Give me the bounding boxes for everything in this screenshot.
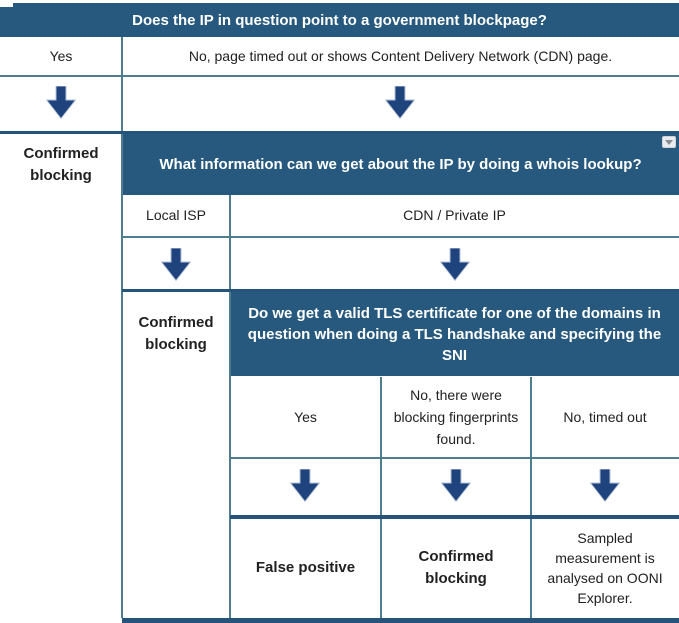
answer-q1-no: No, page timed out or shows Content Deli… bbox=[122, 37, 679, 75]
section-border bbox=[122, 289, 679, 292]
down-arrow-icon bbox=[46, 86, 76, 120]
answer-q3-timeout-label: No, timed out bbox=[563, 408, 647, 425]
dropdown-triangle-icon bbox=[665, 139, 673, 145]
result-confirmed-blocking-3-label: Confirmed blocking bbox=[418, 548, 494, 587]
answer-q3-fingerprints-label: No, there were blocking fingerprints fou… bbox=[393, 387, 519, 447]
column-divider bbox=[530, 377, 532, 618]
result-confirmed-blocking-3: Confirmed blocking bbox=[381, 519, 531, 617]
question-1-text: Does the IP in question point to a gover… bbox=[132, 11, 547, 29]
result-sampled-measurement: Sampled measurement is analysed on OONI … bbox=[531, 519, 679, 617]
answer-q3-yes: Yes bbox=[230, 377, 381, 457]
answer-q2-cdn-label: CDN / Private IP bbox=[403, 207, 506, 223]
result-false-positive: False positive bbox=[230, 519, 381, 617]
question-2-text: What information can we get about the IP… bbox=[159, 156, 642, 173]
answer-q2-cdn: CDN / Private IP bbox=[230, 195, 679, 236]
row-divider bbox=[230, 457, 679, 459]
result-sampled-measurement-label: Sampled measurement is analysed on OONI … bbox=[547, 530, 663, 606]
column-divider bbox=[229, 195, 231, 618]
answer-q1-no-label: No, page timed out or shows Content Deli… bbox=[188, 47, 613, 64]
corner-notch bbox=[0, 0, 13, 7]
down-arrow-icon bbox=[290, 469, 320, 503]
question-3-header: Do we get a valid TLS certificate for on… bbox=[230, 292, 679, 376]
question-2-header: What information can we get about the IP… bbox=[122, 134, 679, 195]
down-arrow-icon bbox=[161, 248, 191, 282]
down-arrow-icon bbox=[441, 469, 471, 503]
dropdown-arrow-icon[interactable] bbox=[662, 136, 676, 148]
down-arrow-icon bbox=[440, 248, 470, 282]
result-confirmed-blocking-1-label: Confirmed blocking bbox=[23, 144, 99, 184]
answer-q1-yes: Yes bbox=[0, 37, 122, 75]
result-confirmed-blocking-2-label: Confirmed blocking bbox=[138, 314, 214, 353]
row-divider bbox=[122, 236, 679, 238]
answer-q3-timeout: No, timed out bbox=[531, 377, 679, 457]
result-confirmed-blocking-2: Confirmed blocking bbox=[122, 292, 230, 376]
section-border bbox=[0, 131, 679, 134]
answer-q3-fingerprints: No, there were blocking fingerprints fou… bbox=[381, 377, 531, 457]
answer-q2-local-isp-label: Local ISP bbox=[146, 207, 206, 223]
column-divider bbox=[380, 377, 382, 618]
row-divider bbox=[0, 75, 679, 77]
result-false-positive-label: False positive bbox=[255, 559, 356, 576]
column-divider bbox=[121, 37, 123, 618]
section-border bbox=[230, 515, 679, 519]
answer-q3-yes-label: Yes bbox=[294, 408, 317, 425]
table-bottom-border bbox=[122, 618, 679, 623]
answer-q2-local-isp: Local ISP bbox=[122, 195, 230, 236]
down-arrow-icon bbox=[590, 469, 620, 503]
answer-q1-yes-label: Yes bbox=[49, 47, 73, 64]
result-confirmed-blocking-1: Confirmed blocking bbox=[0, 134, 122, 195]
down-arrow-icon bbox=[385, 86, 415, 120]
question-3-text: Do we get a valid TLS certificate for on… bbox=[247, 304, 662, 364]
question-1-header: Does the IP in question point to a gover… bbox=[0, 3, 679, 37]
